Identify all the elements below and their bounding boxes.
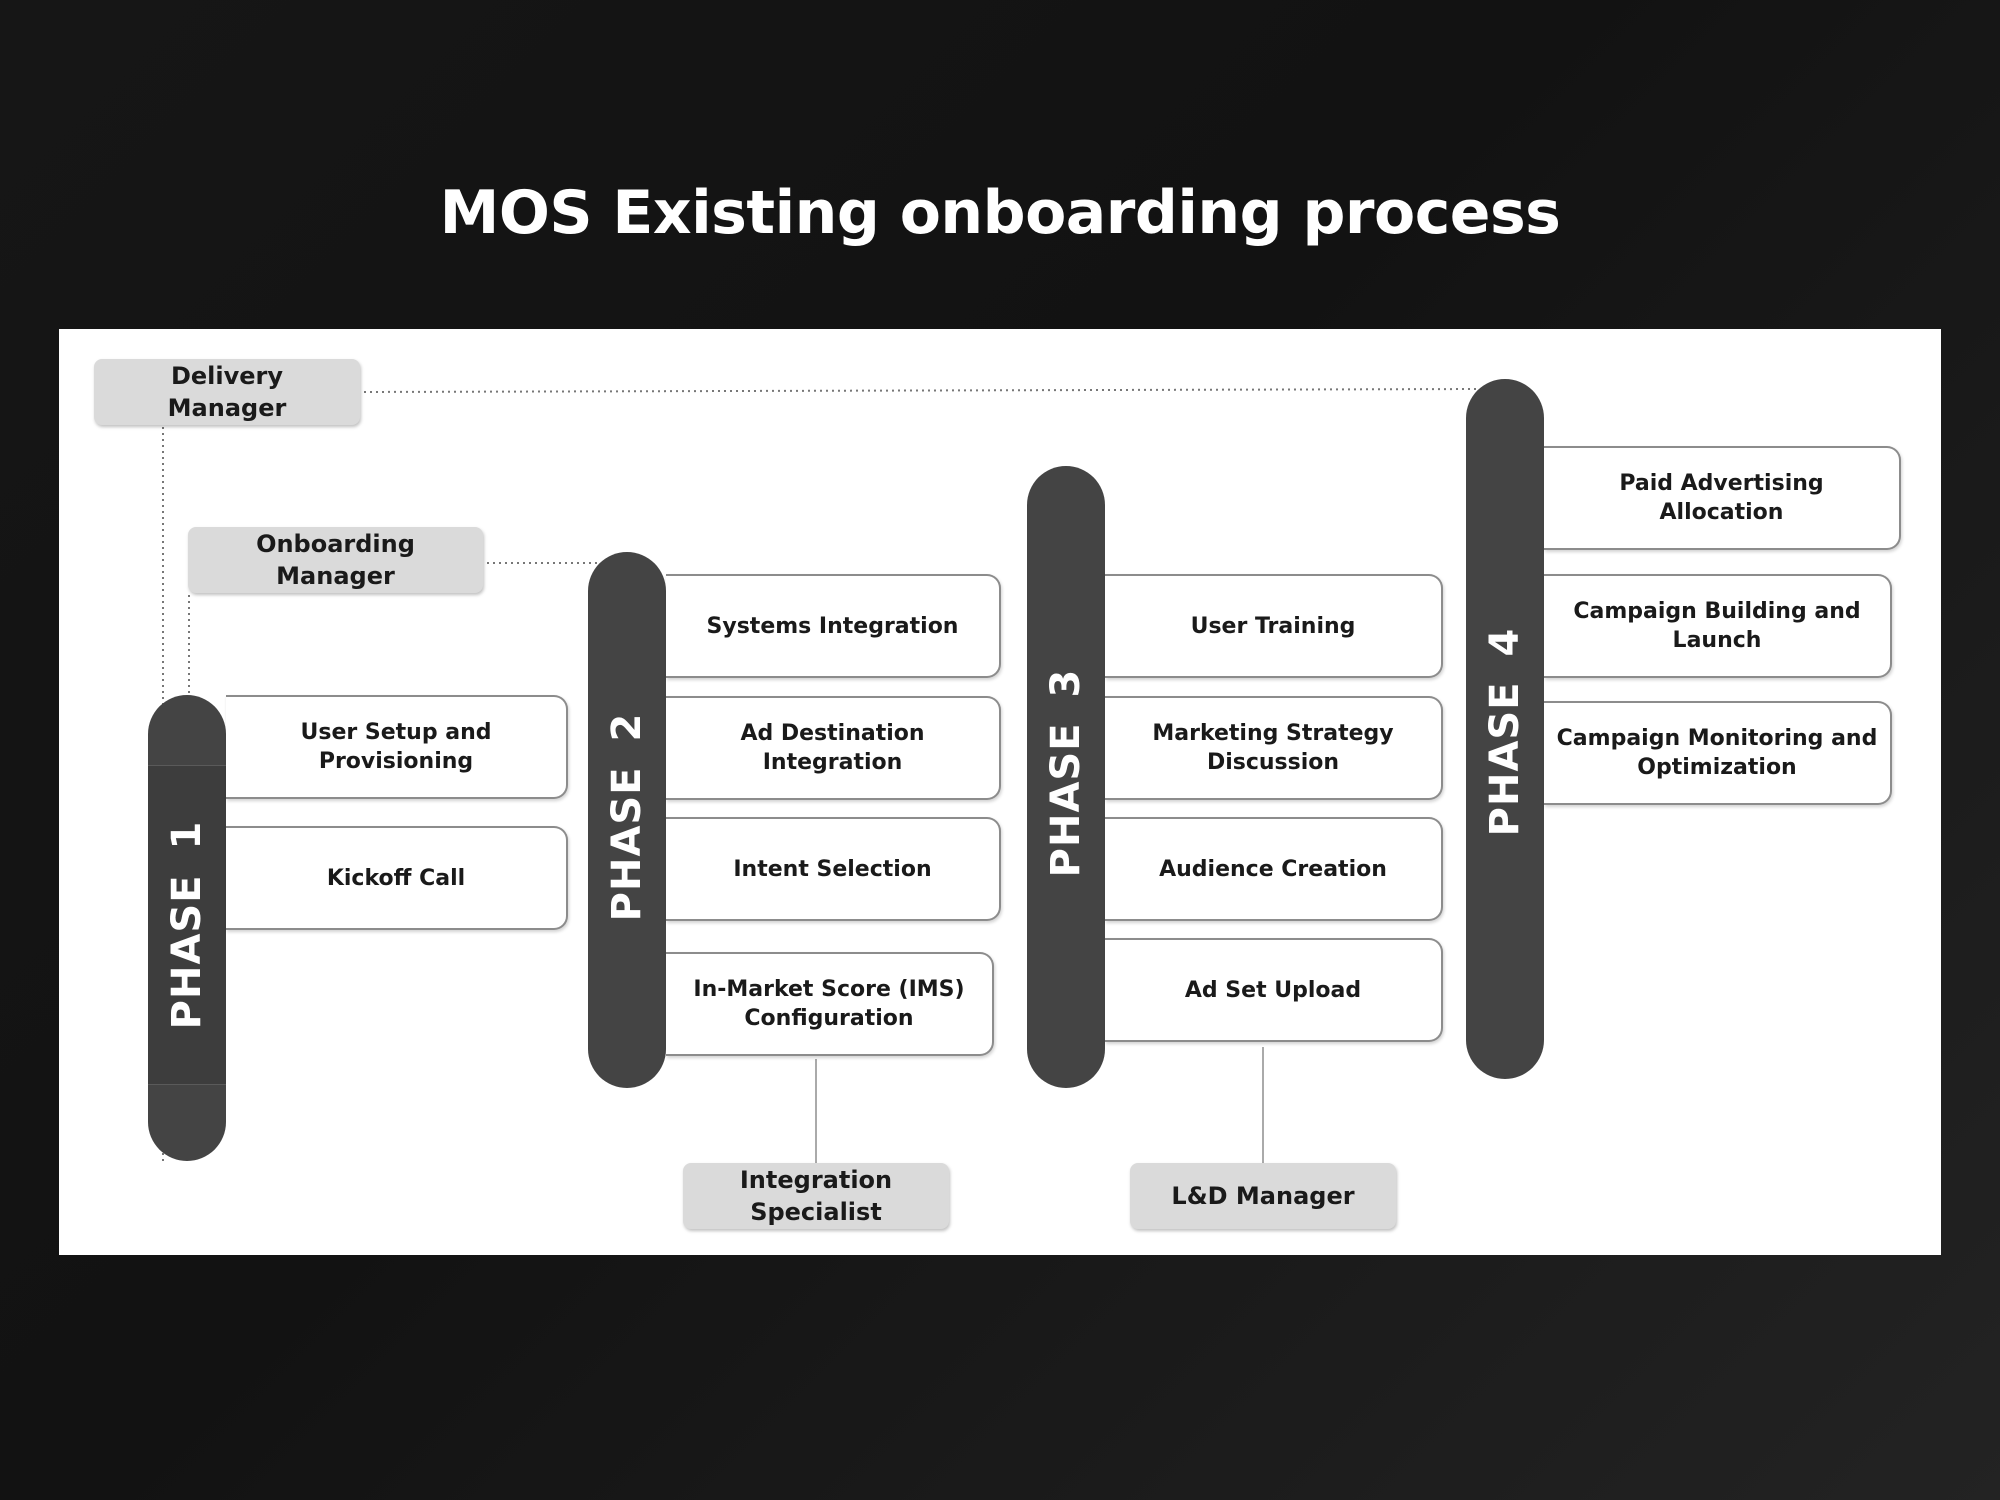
task-ad-set-upload: Ad Set Upload	[1105, 938, 1443, 1042]
diagram-panel: Delivery Manager Onboarding Manager Inte…	[59, 329, 1941, 1255]
phase-4-label: PHASE 4	[1482, 627, 1528, 837]
role-ld-manager: L&D Manager	[1130, 1163, 1396, 1229]
phase-2-label: PHASE 2	[604, 712, 650, 922]
task-user-setup-and-provisioning: User Setup and Provisioning	[226, 695, 568, 799]
task-campaign-building-and-launch: Campaign Building and Launch	[1544, 574, 1892, 678]
task-kickoff-call: Kickoff Call	[226, 826, 568, 930]
phase-1-label: PHASE 1	[164, 820, 210, 1030]
phase-3-label: PHASE 3	[1043, 668, 1089, 878]
phase-4-bar: PHASE 4	[1466, 379, 1544, 1079]
task-paid-advertising-allocation: Paid Advertising Allocation	[1544, 446, 1901, 550]
phase-1-bar: PHASE 1	[148, 695, 226, 1161]
task-marketing-strategy-discussion: Marketing Strategy Discussion	[1105, 696, 1443, 800]
task-user-training: User Training	[1105, 574, 1443, 678]
phase-3-bar: PHASE 3	[1027, 466, 1105, 1088]
phase-1-bar-band	[148, 765, 226, 1085]
task-audience-creation: Audience Creation	[1105, 817, 1443, 921]
task-campaign-monitoring-and-optimization: Campaign Monitoring and Optimization	[1544, 701, 1892, 805]
task-intent-selection: Intent Selection	[666, 817, 1001, 921]
task-systems-integration: Systems Integration	[666, 574, 1001, 678]
task-in-market-score-configuration: In-Market Score (IMS) Configuration	[666, 952, 994, 1056]
delivery-manager-connector-horizontal	[363, 388, 1478, 393]
role-onboarding-manager: Onboarding Manager	[188, 527, 483, 593]
role-delivery-manager: Delivery Manager	[94, 359, 360, 425]
phase-2-bar: PHASE 2	[588, 552, 666, 1088]
page-title: MOS Existing onboarding process	[439, 178, 1561, 248]
task-ad-destination-integration: Ad Destination Integration	[666, 696, 1001, 800]
role-integration-specialist: Integration Specialist	[683, 1163, 949, 1229]
